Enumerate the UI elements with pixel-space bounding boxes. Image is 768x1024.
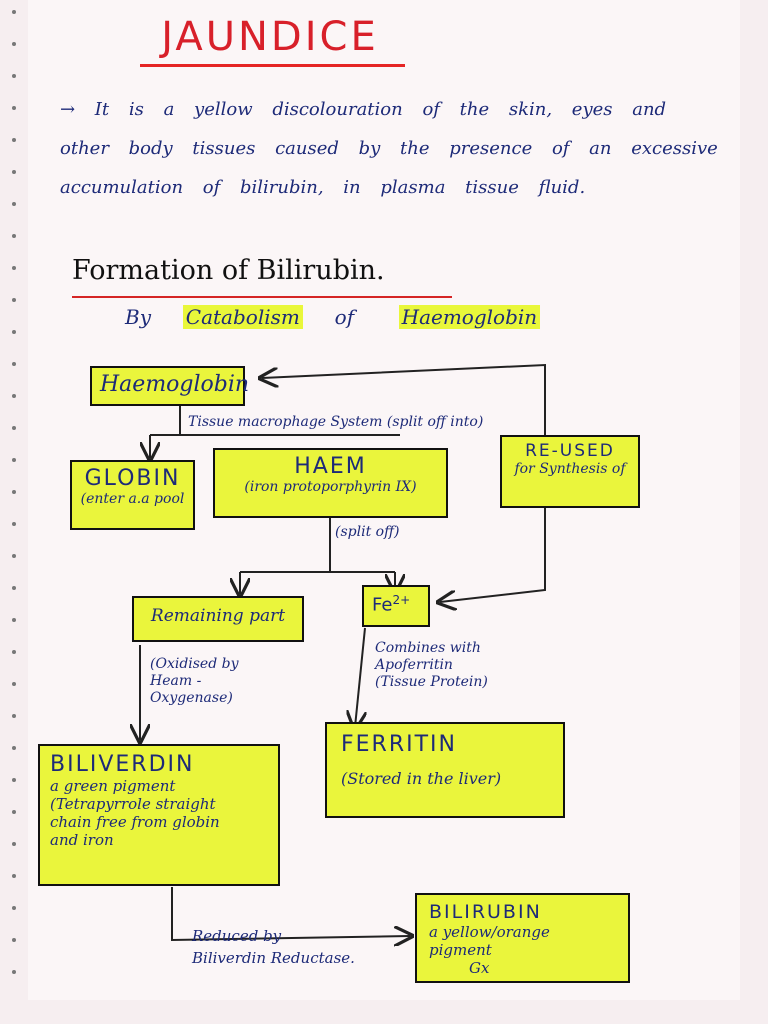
- node-remaining: Remaining part: [132, 596, 304, 642]
- definition-text: → It is a yellow discolouration of the s…: [60, 99, 718, 198]
- page-title: JAUNDICE: [161, 14, 379, 60]
- edge-label-combines-3: (Tissue Protein): [375, 674, 488, 690]
- edge-to-ferritin: [355, 627, 365, 727]
- edge-label-split-off: (split off): [335, 524, 400, 540]
- edge-reused-to-fe: [440, 508, 546, 602]
- by-of: of: [334, 305, 355, 329]
- binder-hole: [12, 970, 16, 974]
- edge-label-reduced: Reduced by Biliverdin Reductase.: [192, 925, 392, 969]
- node-haem: HAEM (iron protoporphyrin IX): [213, 448, 448, 518]
- binder-hole: [12, 746, 16, 750]
- binder-hole: [12, 394, 16, 398]
- binder-hole: [12, 778, 16, 782]
- edge-label-oxidised-2: Heam -: [150, 673, 202, 689]
- node-ferritin-sub: (Stored in the liver): [341, 769, 502, 788]
- node-biliverdin-title: BILIVERDIN: [50, 752, 195, 777]
- edge-to-bilirubin: [171, 887, 410, 940]
- binder-hole: [12, 330, 16, 334]
- node-fe-label: Fe: [372, 594, 393, 616]
- node-fe: Fe2+: [362, 585, 430, 627]
- node-fe-charge: 2+: [392, 593, 411, 607]
- node-globin-title: GLOBIN: [84, 466, 181, 491]
- binder-hole: [12, 106, 16, 110]
- by-line: By Catabolism of Haemoglobin: [125, 305, 541, 329]
- edge-label-oxidised-3: Oxygenase): [150, 690, 233, 706]
- binder-hole: [12, 458, 16, 462]
- binder-hole: [12, 42, 16, 46]
- binder-hole: [12, 522, 16, 526]
- node-haem-title: HAEM: [294, 454, 367, 479]
- binder-hole: [12, 810, 16, 814]
- binder-hole: [12, 202, 16, 206]
- node-ferritin: FERRITIN (Stored in the liver): [325, 722, 565, 818]
- binder-hole: [12, 426, 16, 430]
- binder-hole: [12, 842, 16, 846]
- node-biliverdin-line4: and iron: [50, 831, 114, 849]
- binder-hole: [12, 586, 16, 590]
- node-globin-sub: (enter a.a pool: [80, 491, 185, 507]
- title-underline: [140, 64, 405, 67]
- binder-hole: [12, 234, 16, 238]
- node-reused: RE-USED for Synthesis of: [500, 435, 640, 508]
- node-biliverdin-line3: chain free from globin: [50, 813, 220, 831]
- binder-hole: [12, 714, 16, 718]
- binder-hole: [12, 138, 16, 142]
- edge-label-tissue: Tissue macrophage System (split off into…: [188, 414, 484, 430]
- binder-hole: [12, 938, 16, 942]
- node-remaining-label: Remaining part: [150, 606, 286, 626]
- node-haem-sub: (iron protoporphyrin IX): [244, 479, 417, 495]
- by-catabolism: Catabolism: [182, 305, 303, 329]
- binder-hole: [12, 906, 16, 910]
- node-bilirubin: BILIRUBIN a yellow/orange pigment Gx: [415, 893, 630, 983]
- node-biliverdin-line1: a green pigment: [50, 777, 176, 795]
- node-bilirubin-line1: a yellow/orange pigment: [429, 923, 550, 959]
- edge-reused-to-hb: [262, 363, 546, 435]
- node-reused-sub: for Synthesis of: [514, 461, 626, 477]
- binder-hole: [12, 618, 16, 622]
- binder-hole: [12, 298, 16, 302]
- binder-hole: [12, 362, 16, 366]
- node-ferritin-title: FERRITIN: [341, 732, 457, 757]
- node-bilirubin-title: BILIRUBIN: [429, 901, 542, 923]
- node-biliverdin: BILIVERDIN a green pigment (Tetrapyrrole…: [38, 744, 280, 886]
- binder-hole: [12, 266, 16, 270]
- node-haemoglobin: Haemoglobin: [90, 366, 249, 406]
- by-prefix: By: [125, 305, 151, 329]
- node-biliverdin-line2: (Tetrapyrrole straight: [50, 795, 216, 813]
- edge-label-reduced-2: Biliverdin Reductase.: [192, 949, 355, 967]
- binder-holes: [4, 0, 26, 1000]
- edge-label-oxidised: (Oxidised by Heam - Oxygenase): [150, 656, 260, 707]
- binder-hole: [12, 490, 16, 494]
- edge-label-combines: Combines with Apoferritin (Tissue Protei…: [375, 640, 535, 691]
- binder-hole: [12, 682, 16, 686]
- edge-label-combines-2: Apoferritin: [375, 657, 453, 673]
- node-haemoglobin-label: Haemoglobin: [100, 372, 250, 397]
- node-reused-title: RE-USED: [525, 441, 615, 461]
- binder-hole: [12, 554, 16, 558]
- binder-hole: [12, 10, 16, 14]
- edge-label-combines-1: Combines with: [375, 640, 481, 656]
- binder-hole: [12, 874, 16, 878]
- section-heading: Formation of Bilirubin.: [72, 255, 385, 286]
- by-haemoglobin: Haemoglobin: [398, 305, 541, 329]
- section-underline: [72, 296, 452, 298]
- edge-label-reduced-1: Reduced by: [192, 927, 282, 945]
- binder-hole: [12, 170, 16, 174]
- edge-label-oxidised-1: (Oxidised by: [150, 656, 239, 672]
- binder-hole: [12, 650, 16, 654]
- node-bilirubin-line2: Gx: [469, 959, 490, 977]
- node-globin: GLOBIN (enter a.a pool: [70, 460, 195, 530]
- binder-hole: [12, 74, 16, 78]
